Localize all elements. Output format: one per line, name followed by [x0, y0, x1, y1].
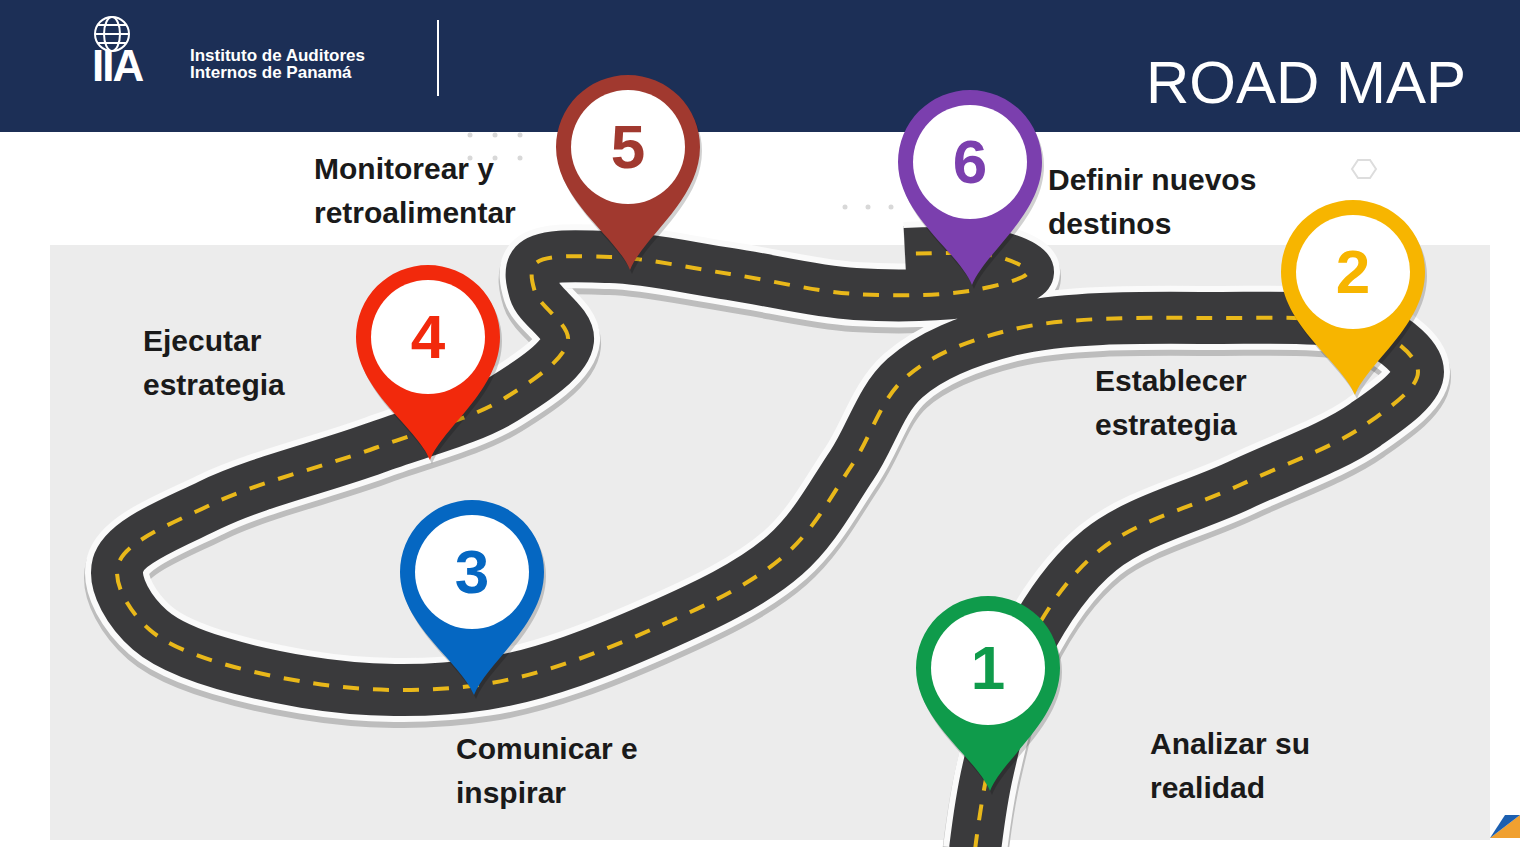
step-label: Analizar su realidad [1150, 722, 1360, 810]
map-pin: 2Establecer estrategia [1278, 197, 1428, 397]
step-label: Definir nuevos destinos [1048, 158, 1298, 246]
map-pin: 3Comunicar e inspirar [397, 497, 547, 697]
corner-mark [1490, 815, 1520, 838]
step-number: 2 [1278, 234, 1428, 310]
road [117, 253, 1418, 847]
step-label: Ejecutar estrategia [143, 319, 323, 407]
step-label: Establecer estrategia [1095, 359, 1285, 447]
step-number: 5 [553, 109, 703, 185]
organization-name: Instituto de Auditores Internos de Panam… [190, 47, 412, 81]
header-divider [437, 20, 439, 96]
road-edge [117, 253, 1418, 847]
step-label: Comunicar e inspirar [456, 727, 686, 815]
step-number: 3 [397, 534, 547, 610]
corner-mark [1490, 815, 1520, 838]
map-pin: 5Monitorear y retroalimentar [553, 72, 703, 272]
logo-mark: IIA [92, 44, 182, 88]
road-center-line [117, 253, 1418, 847]
map-pin: 4Ejecutar estrategia [353, 262, 503, 462]
step-number: 4 [353, 299, 503, 375]
step-label: Monitorear y retroalimentar [314, 147, 559, 235]
map-pin: 6Definir nuevos destinos [895, 87, 1045, 287]
map-pin: 1Analizar su realidad [913, 593, 1063, 793]
header-bar [0, 0, 1520, 132]
road-surface [117, 253, 1418, 847]
decor-hexagon [1352, 160, 1376, 178]
slide-title: ROAD MAP [1146, 50, 1466, 116]
step-number: 6 [895, 124, 1045, 200]
step-number: 1 [913, 630, 1063, 706]
